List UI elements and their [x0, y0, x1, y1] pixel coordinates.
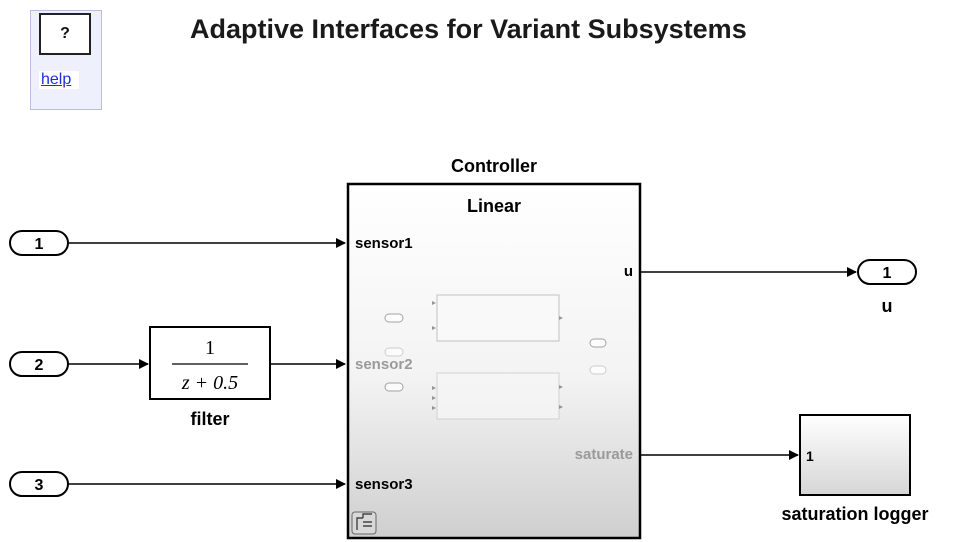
port-u: u: [624, 263, 633, 280]
active-variant-label: Linear: [467, 196, 521, 216]
inport-2[interactable]: 2: [9, 351, 69, 377]
filter-numerator: 1: [205, 337, 215, 359]
outport-1[interactable]: 1: [857, 259, 917, 285]
variant-badge-icon[interactable]: [351, 511, 377, 535]
inport-3[interactable]: 3: [9, 471, 69, 497]
help-block[interactable]: ? help: [30, 10, 102, 110]
outport-label: u: [882, 296, 893, 316]
controller-subsystem[interactable]: Linear sensor1 sensor2 sensor3 u saturat…: [346, 182, 642, 540]
help-icon[interactable]: ?: [39, 13, 91, 55]
filter-denominator: z + 0.5: [181, 372, 238, 394]
filter-label: filter: [190, 409, 229, 429]
port-sensor1: sensor1: [355, 235, 413, 252]
inport-3-number: 3: [35, 477, 44, 494]
inport-2-number: 2: [35, 357, 44, 374]
logger-port-number: 1: [806, 448, 814, 464]
port-sensor2: sensor2: [355, 356, 413, 373]
controller-label: Controller: [451, 156, 537, 176]
logger-label: saturation logger: [781, 504, 928, 524]
inport-1[interactable]: 1: [9, 230, 69, 256]
inport-1-number: 1: [35, 236, 44, 253]
model-title: Adaptive Interfaces for Variant Subsyste…: [190, 14, 747, 44]
saturation-logger-block[interactable]: 1: [799, 414, 911, 496]
help-link[interactable]: help: [39, 71, 80, 89]
outport-1-number: 1: [883, 265, 892, 282]
variant-preview-icon: [384, 294, 607, 420]
port-sensor3: sensor3: [355, 476, 413, 493]
filter-block[interactable]: 1 z + 0.5: [149, 326, 271, 400]
port-saturate: saturate: [575, 446, 633, 463]
